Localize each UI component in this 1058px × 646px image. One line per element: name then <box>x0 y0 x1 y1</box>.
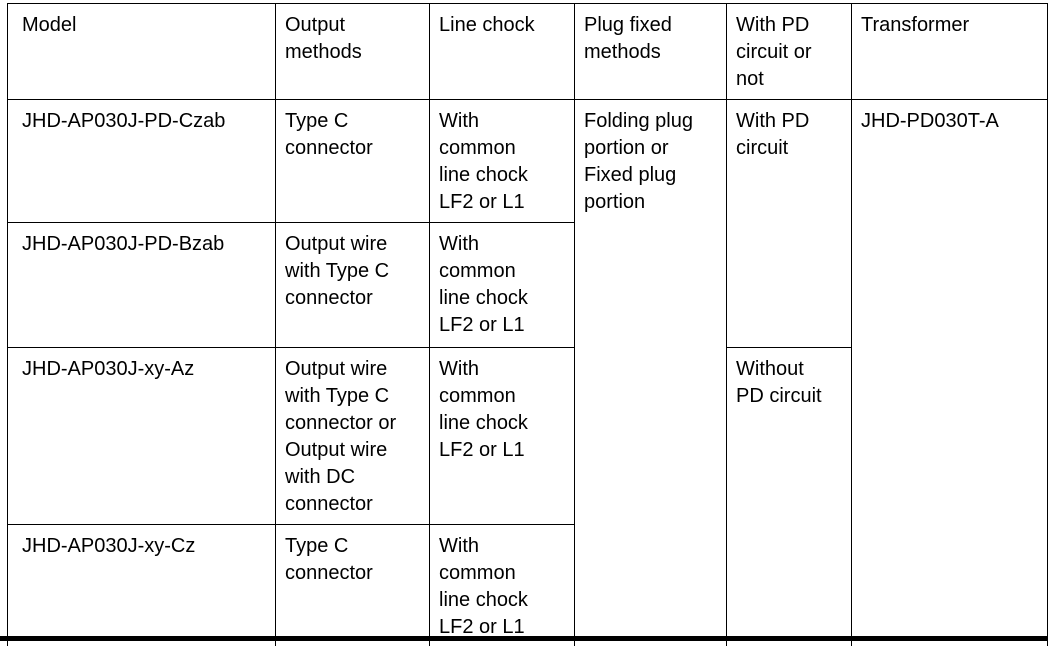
header-plug-fixed-methods: Plug fixed methods <box>574 3 727 100</box>
table-row-bzab: JHD-AP030J-PD-Bzab Output wire with Type… <box>7 222 1048 348</box>
cell-output-method-bzab: Output wire with Type C connector <box>275 222 430 348</box>
page-bottom-rule <box>0 636 1047 641</box>
cell-line-chock-xy-az: With common line chock LF2 or L1 <box>429 347 575 525</box>
table-row-xy-az: JHD-AP030J-xy-Az Output wire with Type C… <box>7 347 1048 646</box>
cell-model-bzab: JHD-AP030J-PD-Bzab <box>7 222 276 348</box>
table-row-czab: JHD-AP030J-PD-Czab Type C connector With… <box>7 99 1048 646</box>
header-pd-circuit: With PD circuit or not <box>726 3 852 100</box>
header-transformer: Transformer <box>851 3 1048 100</box>
cell-transformer: JHD-PD030T-A <box>851 99 1048 646</box>
cell-plug-fixed-methods: Folding plug portion or Fixed plug porti… <box>574 99 727 646</box>
cell-model-xy-cz: JHD-AP030J-xy-Cz <box>7 524 276 646</box>
header-row: Model Output methods Line chock Plug fix… <box>7 3 1048 100</box>
cell-without-pd-circuit: Without PD circuit <box>726 347 852 646</box>
cell-with-pd-circuit: With PD circuit <box>726 99 852 348</box>
cell-line-chock-czab: With common line chock LF2 or L1 <box>429 99 575 223</box>
cell-output-method-xy-cz: Type C connector <box>275 524 430 646</box>
cell-output-method-xy-az: Output wire with Type C connector or Out… <box>275 347 430 525</box>
product-spec-table: Model Output methods Line chock Plug fix… <box>7 3 1048 646</box>
table-row-xy-cz: JHD-AP030J-xy-Cz Type C connector With c… <box>7 524 1048 646</box>
cell-line-chock-bzab: With common line chock LF2 or L1 <box>429 222 575 348</box>
header-output-methods: Output methods <box>275 3 430 100</box>
cell-model-czab: JHD-AP030J-PD-Czab <box>7 99 276 223</box>
cell-model-xy-az: JHD-AP030J-xy-Az <box>7 347 276 525</box>
cell-line-chock-xy-cz: With common line chock LF2 or L1 <box>429 524 575 646</box>
header-line-chock: Line chock <box>429 3 575 100</box>
cell-output-method-czab: Type C connector <box>275 99 430 223</box>
header-model: Model <box>7 3 276 100</box>
